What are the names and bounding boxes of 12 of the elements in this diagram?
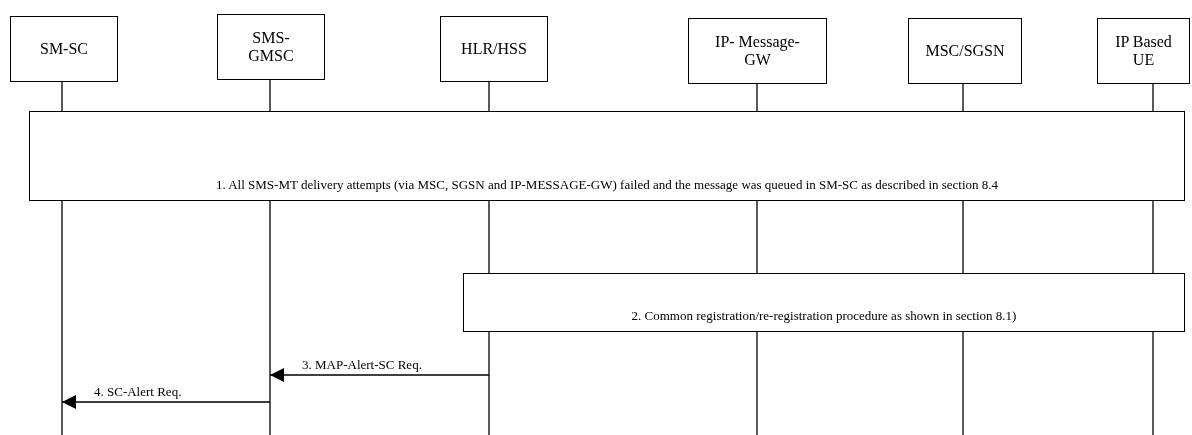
message-arrow xyxy=(61,395,271,409)
note-box: 2. Common registration/re-registration procedure as shown in section 8.1) xyxy=(463,273,1185,332)
participant-box: HLR/HSS xyxy=(440,16,548,82)
participant-box: IP Based UE xyxy=(1097,18,1190,84)
message-arrow xyxy=(269,368,490,382)
participant-box: SM-SC xyxy=(10,16,118,82)
participant-box: MSC/SGSN xyxy=(908,18,1022,84)
participant-box: IP- Message-GW xyxy=(688,18,827,84)
note-box: 1. All SMS-MT delivery attempts (via MSC, SGSN and IP-MESSAGE-GW) failed and the message was queued in SM-SC as described in section 8.4 xyxy=(29,111,1185,201)
edge-label: 3. MAP-Alert-SC Req. xyxy=(302,357,422,373)
participant-box: SMS- GMSC xyxy=(217,14,325,80)
edge-label: 4. SC-Alert Req. xyxy=(94,384,182,400)
